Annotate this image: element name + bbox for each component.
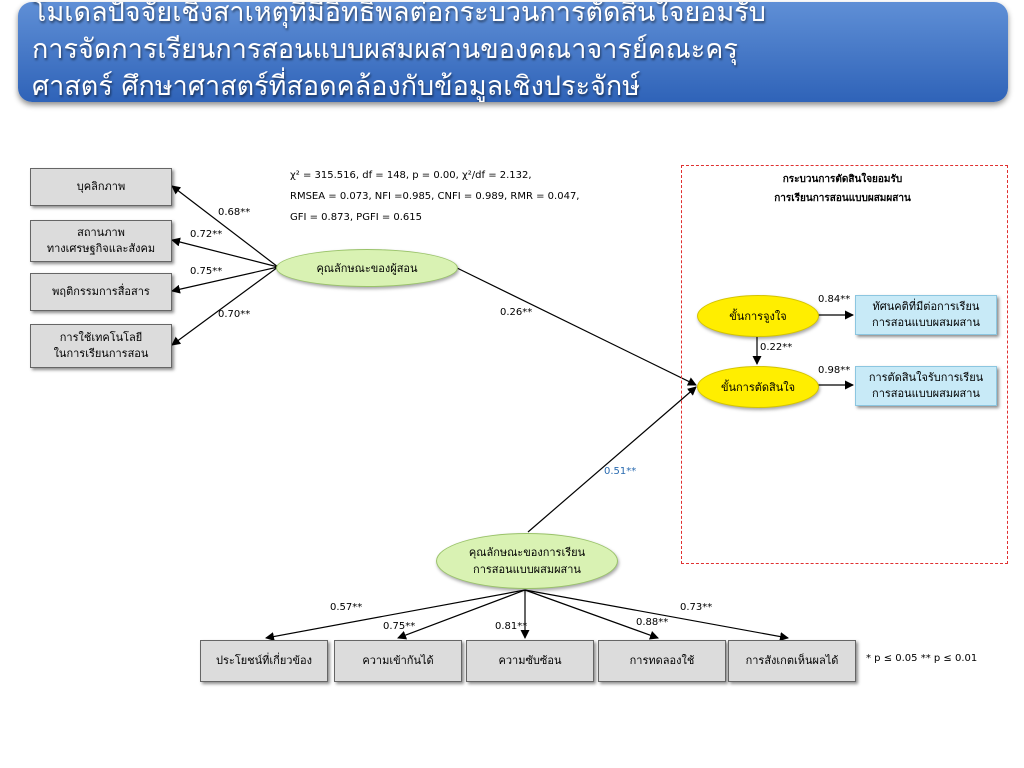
- loading-benefit: 0.57**: [330, 602, 363, 613]
- edge-instructor-socioeconomic: [171, 237, 279, 268]
- stage-persuasion: ขั้นการจูงใจ: [697, 295, 819, 337]
- stage-decision: ขั้นการตัดสินใจ: [697, 366, 819, 408]
- loading-socioeconomic-status: 0.72**: [190, 229, 223, 240]
- edge-blended-trialability: [524, 589, 659, 640]
- fit-line-1: χ² = 315.516, df = 148, p = 0.00, χ²/df …: [290, 170, 532, 181]
- significance-legend: * p ≤ 0.05 ** p ≤ 0.01: [866, 653, 978, 664]
- edge-instructor-technology: [171, 266, 279, 346]
- loading-compatibility: 0.75**: [383, 621, 416, 632]
- fit-line-2: RMSEA = 0.073, NFI =0.985, CNFI = 0.989,…: [290, 191, 580, 202]
- path-coef-persuasion-decision: 0.22**: [760, 342, 793, 353]
- title-banner: โมเดลปัจจัยเชิงสาเหตุที่มีอิทธิพลต่อกระบ…: [18, 2, 1008, 102]
- fit-line-3: GFI = 0.873, PGFI = 0.615: [290, 212, 423, 223]
- indicator-personality: บุคลิกภาพ: [30, 168, 172, 206]
- edge-blended-compatibility: [397, 589, 526, 640]
- indicator-compatibility: ความเข้ากันได้: [334, 640, 462, 682]
- edge-blended-observability: [524, 589, 789, 641]
- path-coef-instructor-decision: 0.26**: [500, 307, 533, 318]
- loading-attitude: 0.84**: [818, 294, 851, 305]
- indicator-relative-advantage: ประโยชน์ที่เกี่ยวข้อง: [200, 640, 328, 682]
- page-title: โมเดลปัจจัยเชิงสาเหตุที่มีอิทธิพลต่อกระบ…: [32, 2, 766, 102]
- latent-instructor-characteristics: คุณลักษณะของผู้สอน: [276, 249, 458, 287]
- latent-blended-characteristics: คุณลักษณะของการเรียน การสอนแบบผสมผสาน: [436, 533, 618, 589]
- path-coef-blended-decision: 0.51**: [604, 466, 637, 477]
- indicator-trialability: การทดลองใช้: [598, 640, 726, 682]
- loading-technology-use: 0.70**: [218, 309, 251, 320]
- indicator-observability: การสังเกตเห็นผลได้: [728, 640, 856, 682]
- loading-observability: 0.73**: [680, 602, 713, 613]
- decision-process-boundary: [681, 165, 1008, 564]
- model-fit-statistics: χ² = 315.516, df = 148, p = 0.00, χ²/df …: [290, 165, 600, 228]
- edge-blended-benefit: [265, 589, 526, 641]
- loading-adoption-decision: 0.98**: [818, 365, 851, 376]
- edge-instructor-decision: [454, 266, 697, 386]
- edge-blended-decision: [527, 386, 697, 533]
- decision-process-title: กระบวนการตัดสินใจยอมรับ การเรียนการสอนแบ…: [774, 174, 911, 204]
- indicator-adoption-decision: การตัดสินใจรับการเรียน การสอนแบบผสมผสาน: [855, 366, 997, 406]
- loading-communication: 0.75**: [190, 266, 223, 277]
- indicator-technology-use: การใช้เทคโนโลยี ในการเรียนการสอน: [30, 324, 172, 368]
- indicator-attitude: ทัศนคติที่มีต่อการเรียน การสอนแบบผสมผสาน: [855, 295, 997, 335]
- indicator-socioeconomic-status: สถานภาพ ทางเศรษฐกิจและสังคม: [30, 220, 172, 262]
- edge-instructor-personality: [171, 185, 279, 268]
- loading-trialability: 0.88**: [636, 617, 669, 628]
- edge-instructor-communication: [171, 266, 279, 294]
- indicator-complexity: ความซับซ้อน: [466, 640, 594, 682]
- loading-complexity: 0.81**: [495, 621, 528, 632]
- loading-personality: 0.68**: [218, 207, 251, 218]
- indicator-communication: พฤติกรรมการสื่อสาร: [30, 273, 172, 311]
